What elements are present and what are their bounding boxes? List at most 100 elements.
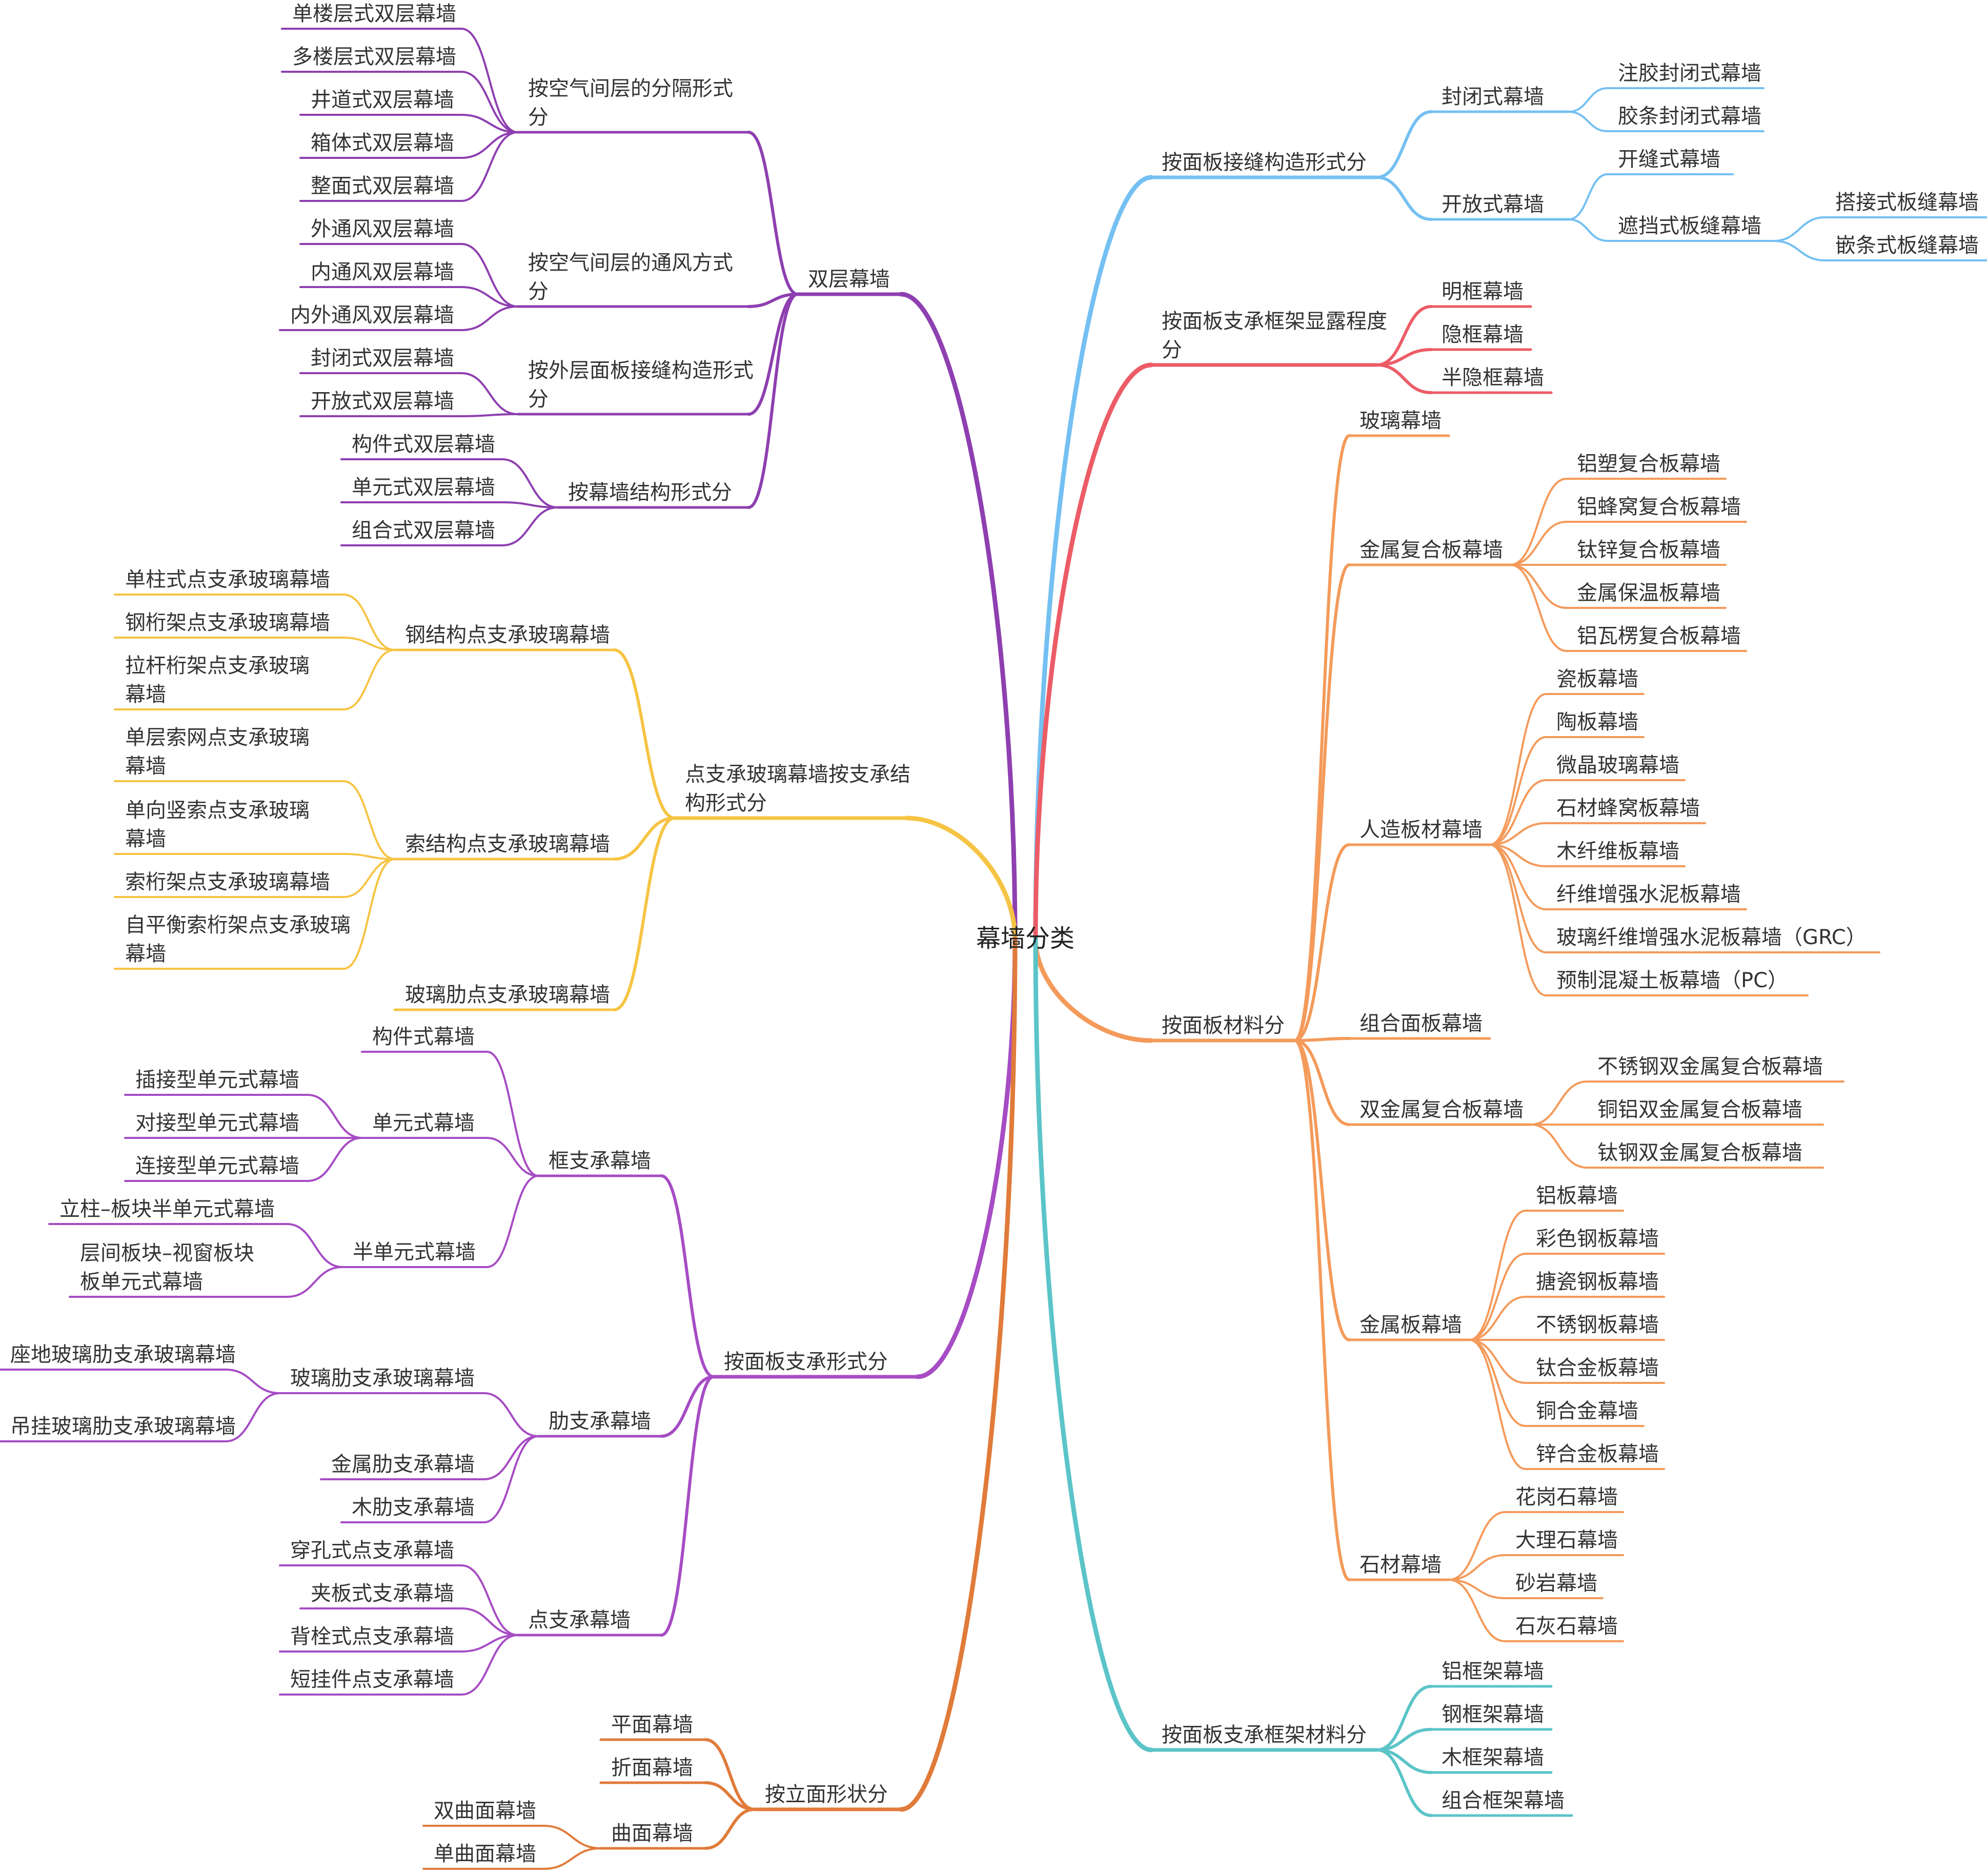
topic-b4[interactable]: 按面板接缝构造形式分 xyxy=(1162,151,1367,174)
topic-b6-2-2[interactable]: 微晶玻璃幕墙 xyxy=(1556,753,1679,777)
topic-b7-2[interactable]: 木框架幕墙 xyxy=(1442,1746,1544,1769)
topic-b0-3-0[interactable]: 构件式双层幕墙 xyxy=(352,433,495,456)
topic-b6-4-2[interactable]: 钛钢双金属复合板幕墙 xyxy=(1597,1141,1802,1165)
topic-b6-4[interactable]: 双金属复合板幕墙 xyxy=(1360,1098,1524,1121)
topic-b0-0-0[interactable]: 单楼层式双层幕墙 xyxy=(292,2,456,26)
topic-b6-0[interactable]: 玻璃幕墙 xyxy=(1360,409,1442,433)
topic-b6-2-0[interactable]: 瓷板幕墙 xyxy=(1556,667,1638,691)
topic-b2-0-0[interactable]: 构件式幕墙 xyxy=(372,1025,475,1049)
topic-b6-5-2[interactable]: 搪瓷钢板幕墙 xyxy=(1536,1270,1659,1294)
topic-b3-2[interactable]: 曲面幕墙 xyxy=(611,1822,693,1845)
topic-b2-2-3[interactable]: 短挂件点支承幕墙 xyxy=(290,1668,454,1691)
topic-b7-1[interactable]: 钢框架幕墙 xyxy=(1442,1703,1544,1726)
topic-b2-0-2-1[interactable]: 层间板块–视窗板块板单元式幕墙 xyxy=(80,1241,254,1294)
topic-b6-4-0[interactable]: 不锈钢双金属复合板幕墙 xyxy=(1597,1055,1823,1078)
topic-b7-0[interactable]: 铝框架幕墙 xyxy=(1442,1660,1544,1683)
topic-b2-2-2[interactable]: 背栓式点支承幕墙 xyxy=(290,1625,454,1648)
topic-b5[interactable]: 按面板支承框架显露程度分 xyxy=(1162,310,1387,362)
topic-b6-1-0[interactable]: 铝塑复合板幕墙 xyxy=(1577,452,1720,476)
topic-b5-0[interactable]: 明框幕墙 xyxy=(1442,280,1524,303)
root-topic[interactable]: 幕墙分类 xyxy=(976,924,1074,953)
topic-b6-5-5[interactable]: 铜合金幕墙 xyxy=(1536,1399,1638,1423)
topic-b6-2[interactable]: 人造板材幕墙 xyxy=(1360,818,1483,842)
topic-b6-2-3[interactable]: 石材蜂窝板幕墙 xyxy=(1556,797,1700,820)
topic-b2-0-1-2[interactable]: 连接型单元式幕墙 xyxy=(135,1154,299,1178)
topic-b1-1[interactable]: 索结构点支承玻璃幕墙 xyxy=(405,832,610,856)
topic-b7-3[interactable]: 组合框架幕墙 xyxy=(1442,1789,1565,1812)
topic-b1-1-2[interactable]: 索桁架点支承玻璃幕墙 xyxy=(125,870,330,894)
topic-b2-2-1[interactable]: 夹板式支承幕墙 xyxy=(311,1582,454,1605)
topic-b6-3[interactable]: 组合面板幕墙 xyxy=(1360,1012,1483,1035)
topic-b6-4-1[interactable]: 铜铝双金属复合板幕墙 xyxy=(1597,1098,1802,1121)
topic-b0-2-0[interactable]: 封闭式双层幕墙 xyxy=(311,346,454,370)
topic-b1[interactable]: 点支承玻璃幕墙按支承结构形式分 xyxy=(685,763,910,815)
topic-b6-1-1[interactable]: 铝蜂窝复合板幕墙 xyxy=(1577,495,1741,519)
topic-b0-1-0[interactable]: 外通风双层幕墙 xyxy=(311,217,454,241)
topic-b1-1-3[interactable]: 自平衡索桁架点支承玻璃幕墙 xyxy=(125,913,351,966)
topic-b2-2-0[interactable]: 穿孔式点支承幕墙 xyxy=(290,1539,454,1562)
topic-b6-5-1[interactable]: 彩色钢板幕墙 xyxy=(1536,1227,1659,1251)
topic-b2-0[interactable]: 框支承幕墙 xyxy=(549,1149,651,1173)
topic-b0-1-1[interactable]: 内通风双层幕墙 xyxy=(311,260,454,284)
topic-b2-2[interactable]: 点支承幕墙 xyxy=(528,1608,631,1632)
topic-b6-6-0[interactable]: 花岗石幕墙 xyxy=(1515,1485,1618,1509)
topic-b4-1-1[interactable]: 遮挡式板缝幕墙 xyxy=(1618,214,1761,238)
topic-b4-1-1-1[interactable]: 嵌条式板缝幕墙 xyxy=(1835,234,1979,257)
topic-b0-2[interactable]: 按外层面板接缝构造形式分 xyxy=(528,359,754,411)
topic-b2-1-0-0[interactable]: 座地玻璃肋支承玻璃幕墙 xyxy=(10,1343,236,1367)
topic-b2-1-0[interactable]: 玻璃肋支承玻璃幕墙 xyxy=(290,1367,475,1390)
topic-b0-2-1[interactable]: 开放式双层幕墙 xyxy=(311,390,454,413)
topic-b2-1-0-1[interactable]: 吊挂玻璃肋支承玻璃幕墙 xyxy=(10,1415,236,1438)
topic-b0-3-1[interactable]: 单元式双层幕墙 xyxy=(352,476,495,499)
topic-b0[interactable]: 双层幕墙 xyxy=(808,268,890,291)
topic-b6-5-0[interactable]: 铝板幕墙 xyxy=(1536,1184,1618,1208)
topic-b0-0-1[interactable]: 多楼层式双层幕墙 xyxy=(292,45,456,69)
topic-b2-1-2[interactable]: 木肋支承幕墙 xyxy=(352,1496,475,1519)
topic-b6-2-4[interactable]: 木纤维板幕墙 xyxy=(1556,840,1679,863)
topic-b4-1-0[interactable]: 开缝式幕墙 xyxy=(1618,148,1720,171)
topic-b6-6[interactable]: 石材幕墙 xyxy=(1360,1553,1442,1577)
topic-b6-1-2[interactable]: 钛锌复合板幕墙 xyxy=(1577,538,1720,562)
topic-b2-1-1[interactable]: 金属肋支承幕墙 xyxy=(331,1453,475,1476)
topic-b0-0-2[interactable]: 井道式双层幕墙 xyxy=(311,88,454,112)
topic-b4-0-0[interactable]: 注胶封闭式幕墙 xyxy=(1618,62,1761,85)
topic-b1-0-2[interactable]: 拉杆桁架点支承玻璃幕墙 xyxy=(125,654,310,706)
topic-b6-6-3[interactable]: 石灰石幕墙 xyxy=(1515,1615,1618,1638)
topic-b4-0-1[interactable]: 胶条封闭式幕墙 xyxy=(1618,105,1761,128)
topic-b6-2-1[interactable]: 陶板幕墙 xyxy=(1556,710,1638,734)
topic-b0-1[interactable]: 按空气间层的通风方式分 xyxy=(528,251,733,303)
topic-b7[interactable]: 按面板支承框架材料分 xyxy=(1162,1723,1367,1747)
topic-b4-1-1-0[interactable]: 搭接式板缝幕墙 xyxy=(1835,191,1979,214)
topic-b2-0-1-0[interactable]: 插接型单元式幕墙 xyxy=(135,1068,299,1092)
topic-b3-2-0[interactable]: 双曲面幕墙 xyxy=(434,1799,536,1823)
topic-b6-2-7[interactable]: 预制混凝土板幕墙（PC） xyxy=(1556,969,1788,992)
topic-b4-1[interactable]: 开放式幕墙 xyxy=(1442,193,1544,216)
topic-b5-1[interactable]: 隐框幕墙 xyxy=(1442,323,1524,346)
topic-b2[interactable]: 按面板支承形式分 xyxy=(724,1350,888,1374)
topic-b6[interactable]: 按面板材料分 xyxy=(1162,1014,1285,1037)
topic-b0-0[interactable]: 按空气间层的分隔形式分 xyxy=(528,77,733,129)
topic-b6-1[interactable]: 金属复合板幕墙 xyxy=(1360,538,1503,562)
topic-b1-0-0[interactable]: 单柱式点支承玻璃幕墙 xyxy=(125,568,330,592)
topic-b3-1[interactable]: 折面幕墙 xyxy=(611,1756,693,1780)
topic-b6-1-4[interactable]: 铝瓦楞复合板幕墙 xyxy=(1577,624,1741,648)
topic-b6-5[interactable]: 金属板幕墙 xyxy=(1360,1313,1462,1337)
topic-b6-1-3[interactable]: 金属保温板幕墙 xyxy=(1577,581,1720,605)
topic-b3-2-1[interactable]: 单曲面幕墙 xyxy=(434,1842,536,1866)
topic-b4-0[interactable]: 封闭式幕墙 xyxy=(1442,85,1544,109)
topic-b6-5-4[interactable]: 钛合金板幕墙 xyxy=(1536,1356,1659,1380)
topic-b2-0-1[interactable]: 单元式幕墙 xyxy=(372,1111,475,1135)
topic-b2-0-2-0[interactable]: 立柱–板块半单元式幕墙 xyxy=(59,1197,275,1221)
topic-b1-1-1[interactable]: 单向竖索点支承玻璃幕墙 xyxy=(125,799,310,851)
topic-b6-2-5[interactable]: 纤维增强水泥板幕墙 xyxy=(1556,883,1741,906)
topic-b6-5-6[interactable]: 锌合金板幕墙 xyxy=(1536,1442,1659,1466)
topic-b2-0-1-1[interactable]: 对接型单元式幕墙 xyxy=(135,1111,299,1135)
topic-b1-0[interactable]: 钢结构点支承玻璃幕墙 xyxy=(405,623,610,647)
topic-b3-0[interactable]: 平面幕墙 xyxy=(611,1713,693,1737)
topic-b1-0-1[interactable]: 钢桁架点支承玻璃幕墙 xyxy=(125,611,330,635)
topic-b1-2[interactable]: 玻璃肋点支承玻璃幕墙 xyxy=(405,983,610,1007)
topic-b1-1-0[interactable]: 单层索网点支承玻璃幕墙 xyxy=(125,726,310,778)
topic-b6-6-1[interactable]: 大理石幕墙 xyxy=(1515,1528,1618,1552)
topic-b5-2[interactable]: 半隐框幕墙 xyxy=(1442,366,1544,390)
topic-b0-1-2[interactable]: 内外通风双层幕墙 xyxy=(290,303,454,327)
